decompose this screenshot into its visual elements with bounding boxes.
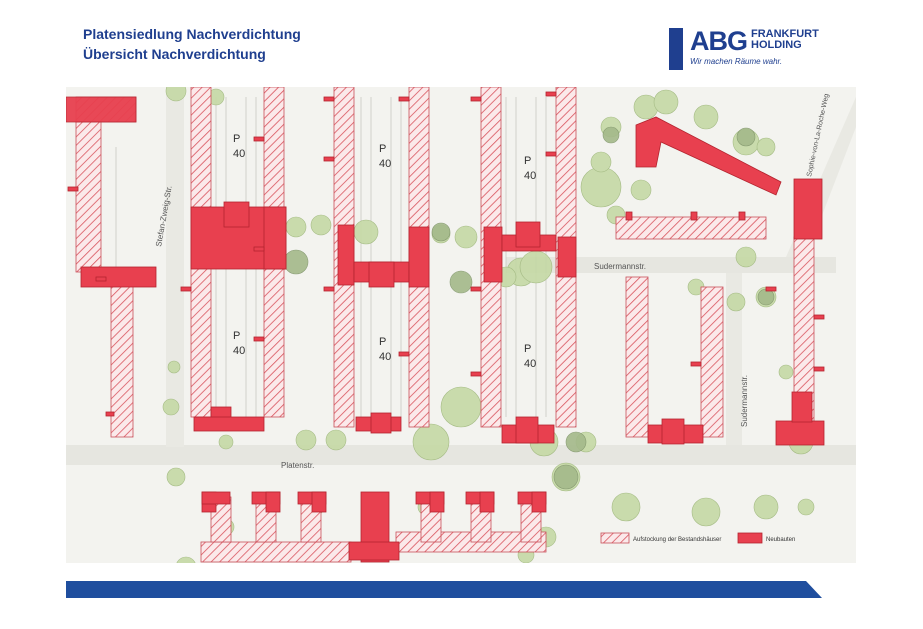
sudermannstr-road — [506, 257, 836, 273]
trees-dark — [283, 126, 775, 490]
logo-name-line1: FRANKFURT — [751, 28, 819, 40]
parking-lines — [95, 97, 547, 417]
new-buildings — [66, 91, 825, 563]
parking-label-2: P — [379, 143, 386, 155]
legend-extension-label: Aufstockung der Bestandshäuser — [633, 537, 721, 543]
parking-label-6: P — [524, 343, 531, 355]
footer-bar — [66, 581, 822, 598]
logo-name-line2: HOLDING — [751, 39, 802, 51]
parking-label-1: P — [233, 133, 240, 145]
footer-bar-shape — [66, 581, 822, 598]
abg-logo: ABG FRANKFURT HOLDING Wir machen Räume w… — [669, 26, 829, 70]
street-sudermann-2: Sudermannstr. — [740, 375, 749, 427]
logo-slogan: Wir machen Räume wahr. — [690, 57, 783, 66]
page-subtitle: Übersicht Nachverdichtung — [83, 46, 266, 62]
site-plan-map: P 40 P 40 P 40 P 40 P 40 P 40 Stefan-Zwe… — [66, 87, 856, 563]
platenstr-road — [66, 445, 856, 465]
legend-extension-swatch — [600, 532, 630, 544]
parking-count-1: 40 — [233, 148, 245, 160]
parking-count-6: 40 — [524, 358, 536, 370]
logo-bar — [669, 28, 683, 70]
parking-count-5: 40 — [379, 351, 391, 363]
legend-newbuild-swatch — [737, 532, 763, 544]
parking-count-4: 40 — [233, 345, 245, 357]
map-legend: Aufstockung der Bestandshäuser Neubauten — [600, 532, 795, 544]
logo-brand: ABG — [690, 26, 748, 56]
page-title: Platensiedlung Nachverdichtung — [83, 26, 301, 42]
sudermannstr-side-road — [726, 273, 742, 445]
street-platen: Platenstr. — [281, 461, 314, 470]
street-sudermann-1: Sudermannstr. — [594, 262, 646, 271]
parking-labels: P 40 P 40 P 40 P 40 P 40 P 40 — [233, 133, 536, 370]
parking-label-5: P — [379, 336, 386, 348]
parking-label-3: P — [524, 155, 531, 167]
site-plan-svg: P 40 P 40 P 40 P 40 P 40 P 40 Stefan-Zwe… — [66, 87, 856, 563]
parking-count-2: 40 — [379, 158, 391, 170]
parking-label-4: P — [233, 330, 240, 342]
parking-count-3: 40 — [524, 170, 536, 182]
legend-newbuild-label: Neubauten — [766, 537, 795, 543]
stefan-zweig-road — [166, 87, 184, 447]
